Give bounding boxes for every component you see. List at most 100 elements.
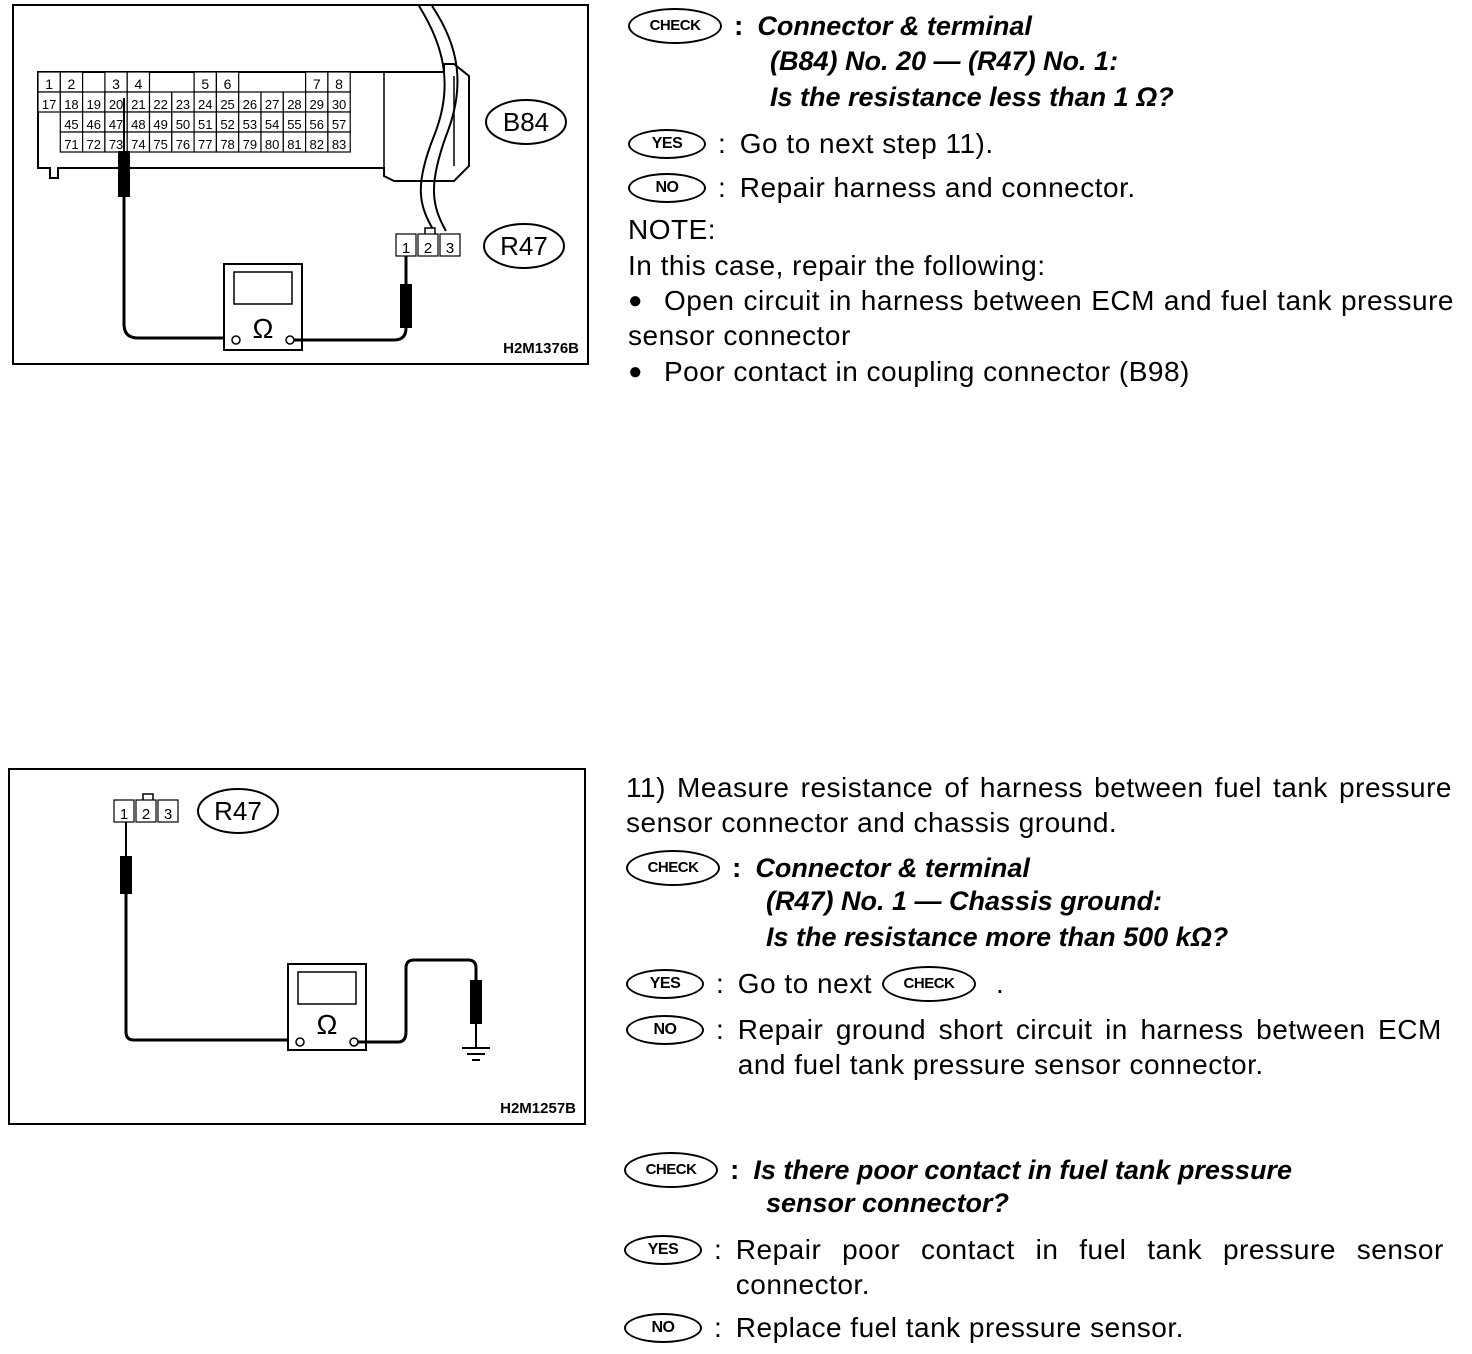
no-badge-icon: NO — [624, 1313, 702, 1343]
b84-pin-label: 7 — [313, 76, 321, 92]
note-intro: In this case, repair the following: — [628, 250, 1046, 281]
b84-pin-label: 79 — [243, 137, 257, 152]
note-item-2: ●Poor contact in coupling connector (B98… — [628, 356, 1190, 387]
b84-pin-label: 25 — [220, 97, 234, 112]
probe-left — [118, 151, 130, 197]
b84-pin-label: 72 — [87, 137, 101, 152]
r47-label: R47 — [214, 796, 262, 826]
b84-pin-label: 17 — [42, 97, 56, 112]
section-2: 11) Measure resistance of harness betwee… — [626, 772, 1452, 1080]
step-11-text: 11) Measure resistance of harness betwee… — [626, 772, 1452, 838]
b84-pin-label: 50 — [176, 117, 190, 132]
r47-pin-label: 1 — [402, 240, 410, 257]
no-text: Repair ground short circuit in harness b… — [737, 1014, 1442, 1080]
b84-pin-label: 29 — [310, 97, 324, 112]
b84-pin-label: 56 — [310, 117, 324, 132]
b84-pin-label: 3 — [112, 76, 120, 92]
check-line-3: Is the resistance less than 1 Ω? — [770, 82, 1174, 112]
section-3: CHECK : Is there poor contact in fuel ta… — [624, 1150, 1454, 1350]
b84-pin-label: 2 — [68, 76, 76, 92]
no-badge-icon: NO — [626, 1015, 704, 1045]
b84-pin-label: 46 — [87, 117, 101, 132]
r47-pin — [417, 233, 439, 257]
b84-pin-label: 75 — [153, 137, 167, 152]
check-badge-icon: CHECK — [881, 966, 976, 1002]
b84-pin-label: 30 — [332, 97, 346, 112]
r47-pin-label: 3 — [446, 240, 454, 257]
no-badge-icon: NO — [628, 173, 706, 203]
b84-pin-label: 81 — [287, 137, 301, 152]
b84-pin-label: 23 — [176, 97, 190, 112]
b84-pin-label: 48 — [131, 117, 145, 132]
b84-pin-label: 54 — [265, 117, 279, 132]
check-line-2: sensor connector? — [766, 1188, 1010, 1218]
figure-code: H2M1257B — [500, 1100, 576, 1117]
ohm-symbol: Ω — [253, 313, 274, 344]
b84-pin-label: 28 — [287, 97, 301, 112]
b84-pin-label: 53 — [243, 117, 257, 132]
check-badge-icon: CHECK — [628, 8, 722, 44]
b84-pin-label: 80 — [265, 137, 279, 152]
ohmmeter: Ω — [287, 963, 367, 1051]
yes-text: Go to next step 11). — [739, 128, 994, 159]
yes-badge-icon: YES — [628, 129, 706, 159]
bullet-icon: ● — [628, 287, 643, 314]
check-line-1: Connector & terminal — [757, 10, 1032, 41]
check-line-2: (R47) No. 1 — Chassis ground: — [766, 886, 1163, 916]
b84-pin-label: 45 — [64, 117, 78, 132]
r47-pin-label: 2 — [424, 240, 432, 257]
yes-suffix: . — [995, 968, 1005, 999]
b84-pin-label: 74 — [131, 137, 145, 152]
b84-pin-label: 6 — [224, 76, 232, 92]
b84-connector — [37, 63, 470, 182]
b84-pin-label: 47 — [109, 117, 123, 132]
no-text: Replace fuel tank pressure sensor. — [735, 1312, 1184, 1343]
probe-left — [120, 856, 132, 894]
check-badge-icon: CHECK — [626, 850, 720, 886]
b84-pin-label: 51 — [198, 117, 212, 132]
b84-pin-label: 71 — [64, 137, 78, 152]
b84-pin-label: 27 — [265, 97, 279, 112]
note-title: NOTE: — [628, 214, 717, 245]
ohmmeter: Ω — [223, 263, 303, 351]
r47-pin-label: 1 — [120, 806, 128, 823]
yes-badge-icon: YES — [624, 1235, 702, 1265]
r47-pin — [395, 233, 417, 257]
bullet-icon: ● — [628, 358, 643, 385]
b84-pin — [327, 131, 351, 153]
probe-right — [400, 284, 412, 328]
yes-text: Go to next — [737, 968, 872, 999]
b84-pin-label: 76 — [176, 137, 190, 152]
ohm-symbol: Ω — [317, 1009, 338, 1040]
check-line-1: Connector & terminal — [755, 852, 1030, 883]
r47-pin — [439, 233, 461, 257]
b84-pin-label: 57 — [332, 117, 346, 132]
r47-pin-label: 3 — [164, 806, 172, 823]
b84-pin-label: 1 — [45, 76, 53, 92]
b84-pin-label: 22 — [153, 97, 167, 112]
check-line-2: (B84) No. 20 — (R47) No. 1: — [770, 46, 1119, 76]
b84-pin-label: 5 — [201, 76, 209, 92]
b84-pin-label: 73 — [109, 137, 123, 152]
b84-pin-label: 82 — [310, 137, 324, 152]
r47-pin — [135, 799, 157, 823]
yes-text: Repair poor contact in fuel tank pressur… — [735, 1234, 1444, 1300]
probe-right — [470, 980, 482, 1024]
b84-pin-label: 24 — [198, 97, 212, 112]
figure-code: H2M1376B — [503, 340, 579, 357]
b84-pin-label: 49 — [153, 117, 167, 132]
b84-pin-label: 77 — [198, 137, 212, 152]
yes-badge-icon: YES — [626, 969, 704, 999]
b84-pin-label: 52 — [220, 117, 234, 132]
b84-pin-label: 83 — [332, 137, 346, 152]
b84-pin-label: 55 — [287, 117, 301, 132]
check-badge-icon: CHECK — [624, 1152, 718, 1188]
b84-pin-label: 21 — [131, 97, 145, 112]
